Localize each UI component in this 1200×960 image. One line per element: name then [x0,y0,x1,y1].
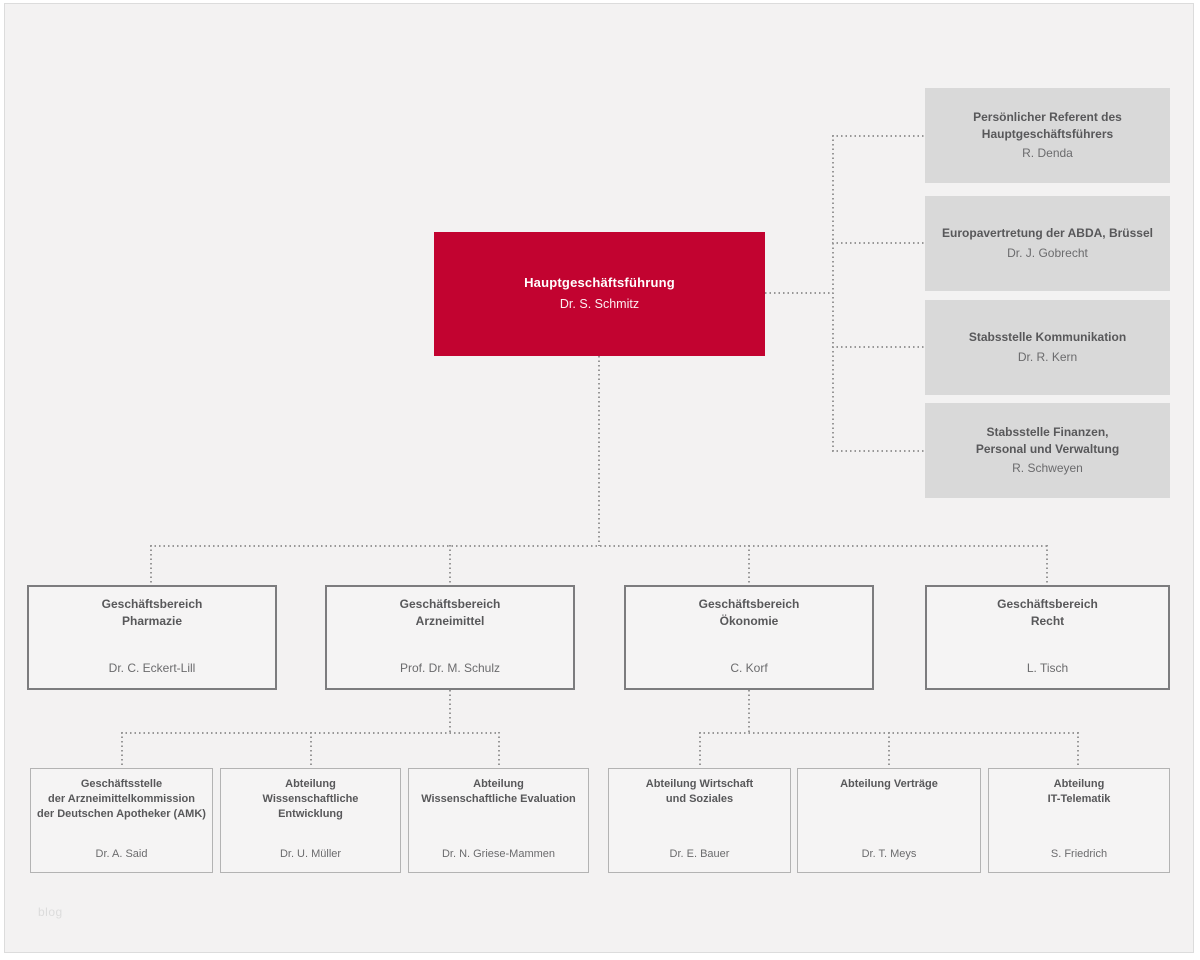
node-person: R. Denda [1022,146,1073,161]
connector-division-drop-3 [748,545,750,585]
connector-dept-drop-3 [498,732,500,768]
node-title: Stabsstelle Finanzen, Personal und Verwa… [975,424,1120,457]
node-title: Geschäftsbereich Pharmazie [101,597,203,629]
node-person: Dr. R. Kern [1017,349,1078,364]
node-person: Dr. S. Schmitz [559,297,640,312]
node-title: Abteilung Wissenschaftliche Evaluation [421,778,576,805]
node-abt-wiss-evaluation: Abteilung Wissenschaftliche Evaluation D… [408,768,589,873]
node-person: S. Friedrich [1050,847,1108,860]
node-abt-vertraege: Abteilung Verträge Dr. T. Meys [797,768,981,873]
connector-oekonomie-down [748,690,750,733]
node-title: Hauptgeschäftsführung [524,275,675,291]
node-geschaeftsstelle-amk: Geschäftsstelle der Arzneimittelkommissi… [30,768,213,873]
node-person: Dr. C. Eckert-Lill [108,661,196,676]
node-persoenlicher-referent: Persönlicher Referent des Hauptgeschäfts… [925,88,1170,183]
node-gb-recht: Geschäftsbereich Recht L. Tisch [925,585,1170,690]
node-title: Abteilung Wirtschaft und Soziales [645,778,754,805]
connector-division-drop-1 [150,545,152,585]
watermark-blog: blog [38,905,63,919]
node-person: Prof. Dr. M. Schulz [399,661,501,676]
node-person: Dr. N. Griese-Mammen [441,847,556,860]
connector-staff-stub-2 [832,242,925,244]
connector-dept-drop-1 [121,732,123,768]
node-title: Geschäftsbereich Arzneimittel [399,597,501,629]
node-title: Persönlicher Referent des Hauptgeschäfts… [973,109,1122,142]
connector-division-rail [150,545,1048,547]
node-title: Stabsstelle Kommunikation [968,330,1127,345]
connector-staff-stub-3 [832,346,925,348]
node-hauptgeschaeftsfuehrung: Hauptgeschäftsführung Dr. S. Schmitz [434,232,765,356]
node-person: Dr. J. Gobrecht [1007,245,1088,260]
node-title: Europavertretung der ABDA, Brüssel [942,226,1153,241]
node-person: Dr. U. Müller [279,847,342,860]
connector-root-right [765,292,833,294]
node-person: Dr. E. Bauer [669,847,730,860]
node-gb-arzneimittel: Geschäftsbereich Arzneimittel Prof. Dr. … [325,585,575,690]
node-gb-pharmazie: Geschäftsbereich Pharmazie Dr. C. Eckert… [27,585,277,690]
connector-dept-drop-2 [310,732,312,768]
node-person: Dr. T. Meys [861,847,917,860]
node-europavertretung: Europavertretung der ABDA, Brüssel Dr. J… [925,196,1170,291]
connector-staff-stub-1 [832,135,925,137]
node-abt-it-telematik: Abteilung IT-Telematik S. Friedrich [988,768,1170,873]
node-title: Geschäftsbereich Ökonomie [698,597,800,629]
node-person: C. Korf [730,661,768,676]
node-title: Abteilung Verträge [840,778,938,790]
connector-division-drop-2 [449,545,451,585]
connector-dept-drop-4 [699,732,701,768]
node-person: Dr. A. Said [95,847,148,860]
node-abt-wiss-entwicklung: Abteilung Wissenschaftliche Entwicklung … [220,768,401,873]
node-abt-wirtschaft-soziales: Abteilung Wirtschaft und Soziales Dr. E.… [608,768,791,873]
node-title: Abteilung IT-Telematik [1047,778,1111,805]
node-title: Geschäftsstelle der Arzneimittelkommissi… [37,778,206,820]
connector-staff-stub-4 [832,450,925,452]
node-person: L. Tisch [1026,661,1069,676]
connector-division-drop-4 [1046,545,1048,585]
connector-dept-drop-6 [1077,732,1079,768]
node-title: Abteilung Wissenschaftliche Entwicklung [262,778,359,820]
connector-staff-spine [832,135,834,452]
node-title: Geschäftsbereich Recht [997,597,1098,629]
connector-root-down [598,356,600,546]
node-stabsstelle-kommunikation: Stabsstelle Kommunikation Dr. R. Kern [925,300,1170,395]
connector-arzneimittel-down [449,690,451,733]
node-gb-oekonomie: Geschäftsbereich Ökonomie C. Korf [624,585,874,690]
node-stabsstelle-finanzen: Stabsstelle Finanzen, Personal und Verwa… [925,403,1170,498]
node-person: R. Schweyen [1012,461,1083,476]
connector-dept-drop-5 [888,732,890,768]
